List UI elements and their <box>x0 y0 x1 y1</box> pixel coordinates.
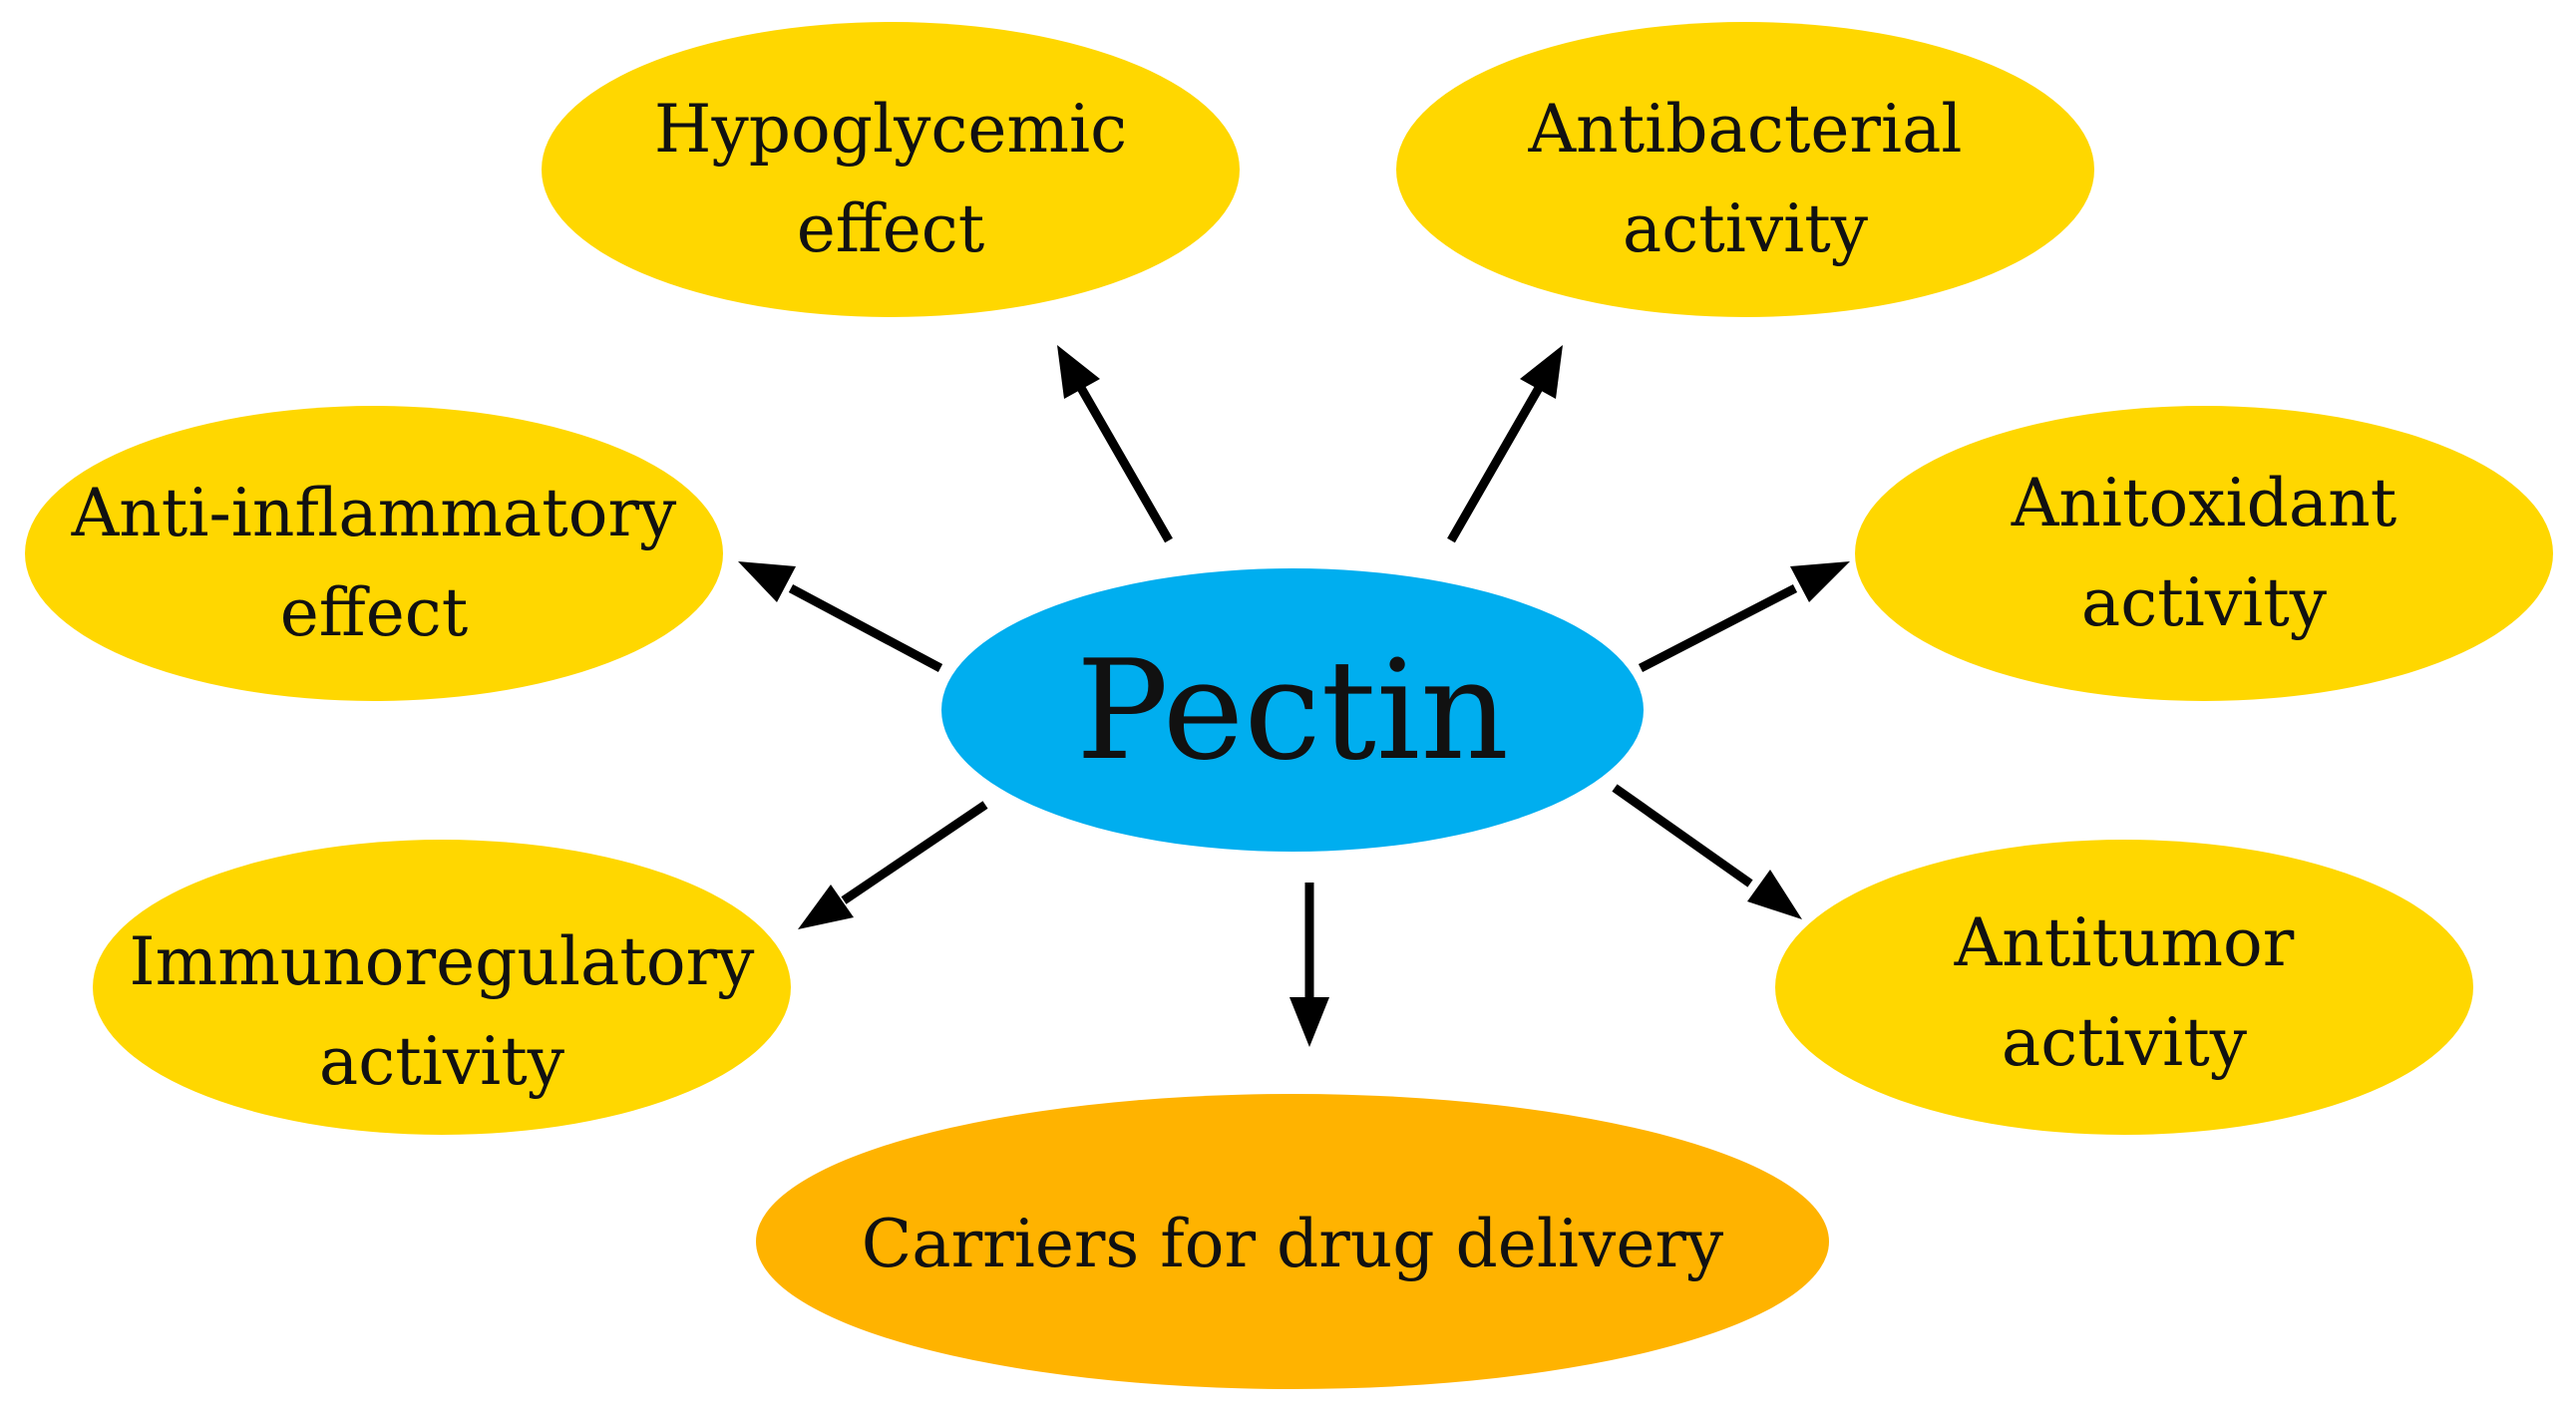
hypoglycemic-label-line2: effect <box>797 190 985 267</box>
hypoglycemic-label-line1: Hypoglycemic <box>654 91 1127 168</box>
node-antibacterial <box>1396 22 2094 317</box>
antibacterial-label-line2: activity <box>1623 190 1869 267</box>
antioxidant-label-line1: Anitoxidant <box>2011 465 2397 541</box>
arrows <box>738 345 1850 1047</box>
immunoregulatory-label-line2: activity <box>319 1023 565 1100</box>
node-anti-inflammatory <box>25 406 723 701</box>
drug-carriers-label: Carriers for drug delivery <box>862 1206 1724 1282</box>
anti-inflammatory-label-line1: Anti-inflammatory <box>71 475 677 551</box>
arrowhead-drug-carriers-icon <box>1289 997 1329 1047</box>
node-antioxidant <box>1855 406 2553 701</box>
antitumor-label-line1: Antitumor <box>1954 904 2295 981</box>
immunoregulatory-label-line1: Immunoregulatory <box>130 923 756 1000</box>
node-drug-carriers <box>756 1094 1829 1389</box>
arrowhead-antitumor-icon <box>1747 870 1802 919</box>
arrowhead-antibacterial-icon <box>1520 345 1563 399</box>
arrowhead-antioxidant-icon <box>1790 561 1850 602</box>
node-immunoregulatory <box>93 840 791 1135</box>
center-label: Pectin <box>1076 630 1509 791</box>
arrowhead-immunoregulatory-icon <box>798 885 854 929</box>
arrow-to-antibacterial <box>1447 385 1543 543</box>
antioxidant-label-line2: activity <box>2081 564 2328 641</box>
arrow-to-immunoregulatory <box>841 801 988 904</box>
arrowhead-anti-inflammatory-icon <box>738 561 796 602</box>
node-hypoglycemic <box>542 22 1240 317</box>
arrow-to-antitumor <box>1612 784 1753 888</box>
arrow-to-anti-inflammatory <box>788 584 943 672</box>
arrow-to-antioxidant <box>1638 584 1798 672</box>
node-pectin-center <box>941 568 1644 852</box>
antitumor-label-line2: activity <box>2002 1004 2248 1081</box>
arrow-to-hypoglycemic <box>1077 385 1173 543</box>
node-antitumor <box>1775 840 2473 1135</box>
anti-inflammatory-label-line2: effect <box>280 574 469 651</box>
arrowhead-hypoglycemic-icon <box>1057 345 1100 399</box>
antibacterial-label-line1: Antibacterial <box>1527 91 1962 168</box>
